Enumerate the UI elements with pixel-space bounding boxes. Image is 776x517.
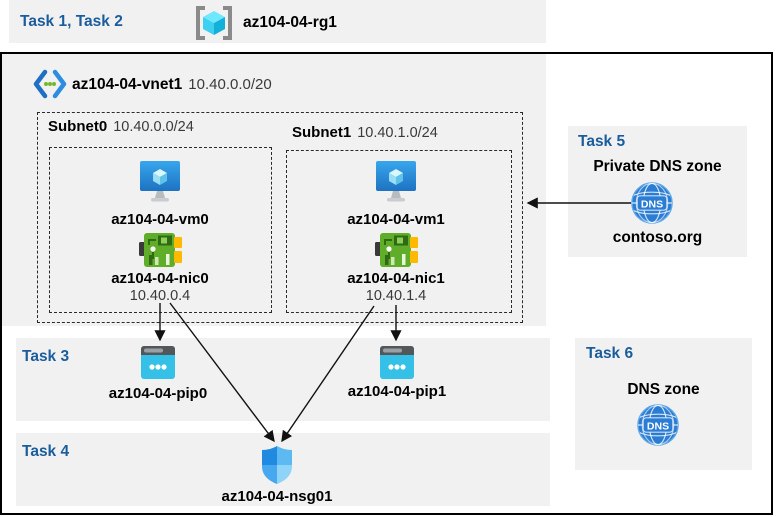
resource-group-icon	[194, 5, 234, 41]
dns-icon-text: DNS	[641, 198, 663, 210]
pip1-name: az104-04-pip1	[347, 383, 447, 400]
subnets-boundary	[37, 112, 523, 323]
vnet-name: az104-04-vnet1	[72, 76, 183, 93]
vnet-cidr: 10.40.0.0/20	[188, 76, 272, 93]
task12-band	[9, 0, 546, 43]
subnet1-cidr: 10.40.1.0/24	[357, 125, 438, 141]
nic1-ip: 10.40.1.4	[365, 288, 427, 304]
nsg-name: az104-04-nsg01	[221, 488, 333, 505]
subnet1-name: Subnet1	[292, 124, 352, 141]
vm0-icon	[138, 160, 182, 204]
subnet0-name: Subnet0	[48, 118, 108, 135]
private-dns-zone-title: Private DNS zone	[593, 158, 722, 175]
nic1-icon	[375, 232, 419, 268]
nic1-name: az104-04-nic1	[347, 270, 445, 287]
nic0-name: az104-04-nic0	[111, 270, 209, 287]
vm1-icon	[374, 160, 418, 204]
private-dns-zone-icon: DNS	[631, 182, 673, 224]
nsg-shield-icon	[261, 445, 293, 485]
subnet0-title: Subnet0 10.40.0.0/24	[48, 118, 194, 135]
task3-label: Task 3	[22, 348, 70, 365]
subnet0-cidr: 10.40.0.0/24	[113, 119, 194, 135]
vm0-name: az104-04-vm0	[111, 211, 209, 228]
resource-group-name: az104-04-rg1	[243, 14, 337, 31]
nic0-icon	[139, 232, 183, 268]
subnet1-title: Subnet1 10.40.1.0/24	[292, 124, 438, 141]
task12-label: Task 1, Task 2	[20, 13, 123, 30]
task6-card	[575, 338, 752, 470]
dns-zone-icon: DNS	[637, 404, 679, 446]
subnet1-resources-box	[286, 150, 512, 313]
vm1-name: az104-04-vm1	[347, 211, 445, 228]
pip1-icon	[380, 346, 414, 379]
task4-label: Task 4	[22, 443, 70, 460]
vnet-box	[2, 54, 546, 326]
task6-label: Task 6	[586, 345, 634, 362]
diagram-frame	[0, 52, 773, 515]
virtual-network-icon	[33, 69, 67, 99]
pip0-name: az104-04-pip0	[108, 385, 208, 402]
private-dns-zone-name: contoso.org	[612, 229, 703, 246]
task5-label: Task 5	[578, 133, 626, 150]
dns-icon-text: DNS	[647, 420, 669, 432]
vnet-title: az104-04-vnet1 10.40.0.0/20	[72, 76, 272, 94]
pip0-icon	[141, 346, 175, 379]
nic0-ip: 10.40.0.4	[129, 288, 191, 304]
task3-band	[16, 338, 550, 421]
dns-zone-title: DNS zone	[627, 381, 700, 398]
